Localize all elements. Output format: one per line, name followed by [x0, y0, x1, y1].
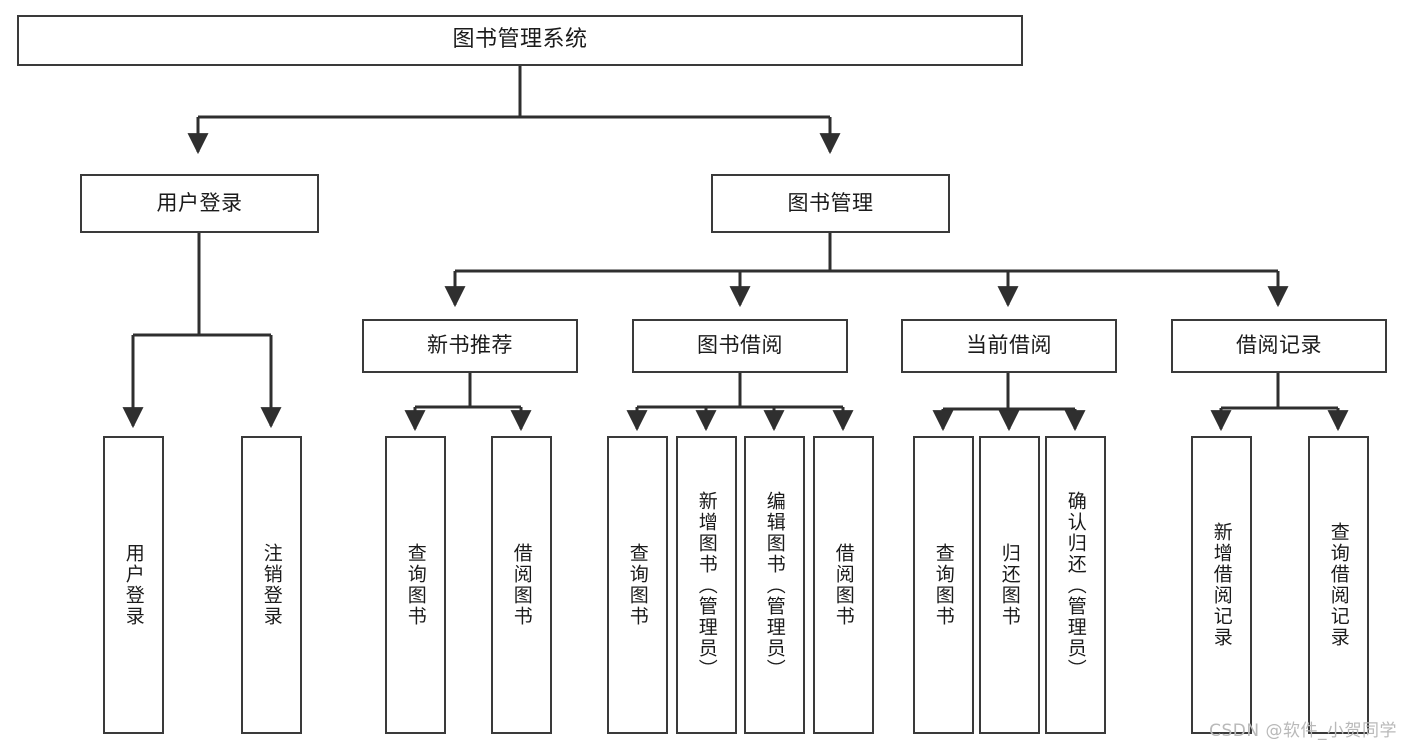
- node-current-borrow[interactable]: 当前借阅: [901, 319, 1117, 373]
- node-borrow-record[interactable]: 借阅记录: [1171, 319, 1387, 373]
- node-label: 归还图书: [998, 543, 1021, 627]
- node-label: 查询图书: [404, 543, 427, 627]
- node-label: 当前借阅: [966, 333, 1052, 358]
- node-label: 新增图书（管理员）: [695, 490, 718, 680]
- node-label: 借阅图书: [832, 543, 855, 627]
- leaf-current-query-book[interactable]: 查询图书: [913, 436, 974, 734]
- node-label: 新增借阅记录: [1210, 522, 1233, 648]
- leaf-borrow-borrow-book[interactable]: 借阅图书: [813, 436, 874, 734]
- leaf-user-login[interactable]: 用户登录: [103, 436, 164, 734]
- node-label: 借阅记录: [1236, 333, 1322, 358]
- leaf-record-add-record[interactable]: 新增借阅记录: [1191, 436, 1252, 734]
- node-label: 查询图书: [626, 543, 649, 627]
- node-root-system[interactable]: 图书管理系统: [17, 15, 1023, 66]
- leaf-current-confirm-return-admin[interactable]: 确认归还（管理员）: [1045, 436, 1106, 734]
- leaf-record-query-record[interactable]: 查询借阅记录: [1308, 436, 1369, 734]
- node-label: 确认归还（管理员）: [1064, 490, 1087, 680]
- node-label: 借阅图书: [510, 543, 533, 627]
- leaf-borrow-add-book-admin[interactable]: 新增图书（管理员）: [676, 436, 737, 734]
- node-new-book-recommend[interactable]: 新书推荐: [362, 319, 578, 373]
- node-label: 图书管理: [787, 190, 874, 215]
- node-label: 图书管理系统: [452, 27, 588, 53]
- leaf-user-logout[interactable]: 注销登录: [241, 436, 302, 734]
- node-label: 编辑图书（管理员）: [763, 490, 786, 680]
- node-label: 用户登录: [122, 543, 145, 627]
- node-label: 用户登录: [156, 190, 243, 215]
- node-book-management[interactable]: 图书管理: [711, 174, 950, 233]
- node-label: 新书推荐: [427, 333, 513, 358]
- leaf-recommend-borrow-book[interactable]: 借阅图书: [491, 436, 552, 734]
- node-user-login[interactable]: 用户登录: [80, 174, 319, 233]
- leaf-borrow-query-book[interactable]: 查询图书: [607, 436, 668, 734]
- node-label: 图书借阅: [697, 333, 783, 358]
- node-label: 查询图书: [932, 543, 955, 627]
- node-book-borrow[interactable]: 图书借阅: [632, 319, 848, 373]
- watermark-text: CSDN @软件_小贺同学: [1209, 721, 1397, 741]
- node-label: 注销登录: [260, 543, 283, 627]
- leaf-current-return-book[interactable]: 归还图书: [979, 436, 1040, 734]
- leaf-recommend-query-book[interactable]: 查询图书: [385, 436, 446, 734]
- leaf-borrow-edit-book-admin[interactable]: 编辑图书（管理员）: [744, 436, 805, 734]
- node-label: 查询借阅记录: [1327, 522, 1350, 648]
